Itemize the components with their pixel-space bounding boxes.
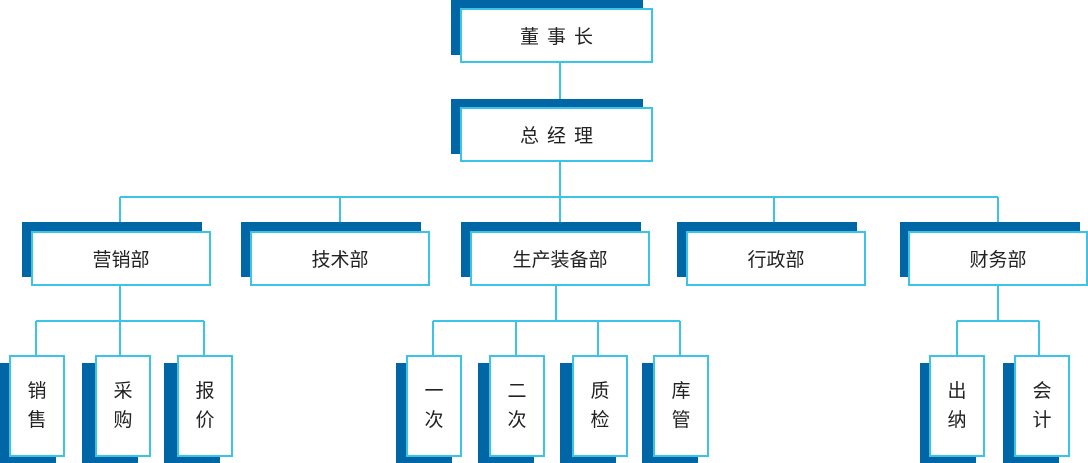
cashier-team-label: 出纳 [947, 377, 966, 435]
label-char: 二 [507, 380, 527, 402]
primary-team-box: 一次 [406, 355, 462, 457]
sales-team-box: 销售 [9, 355, 65, 457]
tech-dept-label: 技术部 [311, 249, 369, 271]
warehouse-team-label: 库管 [671, 377, 690, 435]
accounting-team-label: 会计 [1032, 377, 1051, 435]
production-dept-box: 生产装备部 [470, 231, 650, 286]
marketing-dept-box: 营销部 [31, 231, 211, 286]
chairman-box: 董事长 [460, 8, 653, 63]
quality-team-box: 质检 [572, 355, 628, 457]
label-char: 售 [27, 409, 47, 431]
admin-dept-box: 行政部 [686, 231, 866, 286]
label-char: 出 [947, 380, 967, 402]
label-char: 销 [27, 380, 47, 402]
label-char: 质 [590, 380, 610, 402]
chairman-label: 董事长 [519, 26, 601, 48]
quality-team-label: 质检 [590, 377, 609, 435]
admin-dept-label: 行政部 [747, 249, 805, 271]
general-manager-label: 总经理 [519, 125, 601, 147]
primary-team-label: 一次 [424, 377, 443, 435]
secondary-team-box: 二次 [489, 355, 545, 457]
label-char: 购 [113, 409, 133, 431]
general-manager-box: 总经理 [460, 107, 653, 162]
label-char: 检 [590, 409, 610, 431]
quoting-team-box: 报价 [177, 355, 233, 457]
label-char: 纳 [947, 409, 967, 431]
cashier-team-box: 出纳 [929, 355, 985, 457]
label-char: 库 [671, 380, 691, 402]
tech-dept-box: 技术部 [250, 231, 430, 286]
label-char: 计 [1032, 409, 1052, 431]
finance-dept-label: 财务部 [969, 249, 1027, 271]
label-char: 价 [195, 409, 215, 431]
marketing-dept-label: 营销部 [92, 249, 150, 271]
purchasing-team-box: 采购 [95, 355, 151, 457]
label-char: 一 [424, 380, 444, 402]
finance-dept-box: 财务部 [908, 231, 1088, 286]
production-dept-label: 生产装备部 [512, 249, 608, 271]
label-char: 报 [195, 380, 215, 402]
label-char: 次 [424, 409, 444, 431]
warehouse-team-box: 库管 [653, 355, 709, 457]
label-char: 管 [671, 409, 691, 431]
purchasing-team-label: 采购 [113, 377, 132, 435]
quoting-team-label: 报价 [195, 377, 214, 435]
accounting-team-box: 会计 [1014, 355, 1070, 457]
label-char: 采 [113, 380, 133, 402]
secondary-team-label: 二次 [507, 377, 526, 435]
label-char: 次 [507, 409, 527, 431]
label-char: 会 [1032, 380, 1052, 402]
sales-team-label: 销售 [27, 377, 46, 435]
